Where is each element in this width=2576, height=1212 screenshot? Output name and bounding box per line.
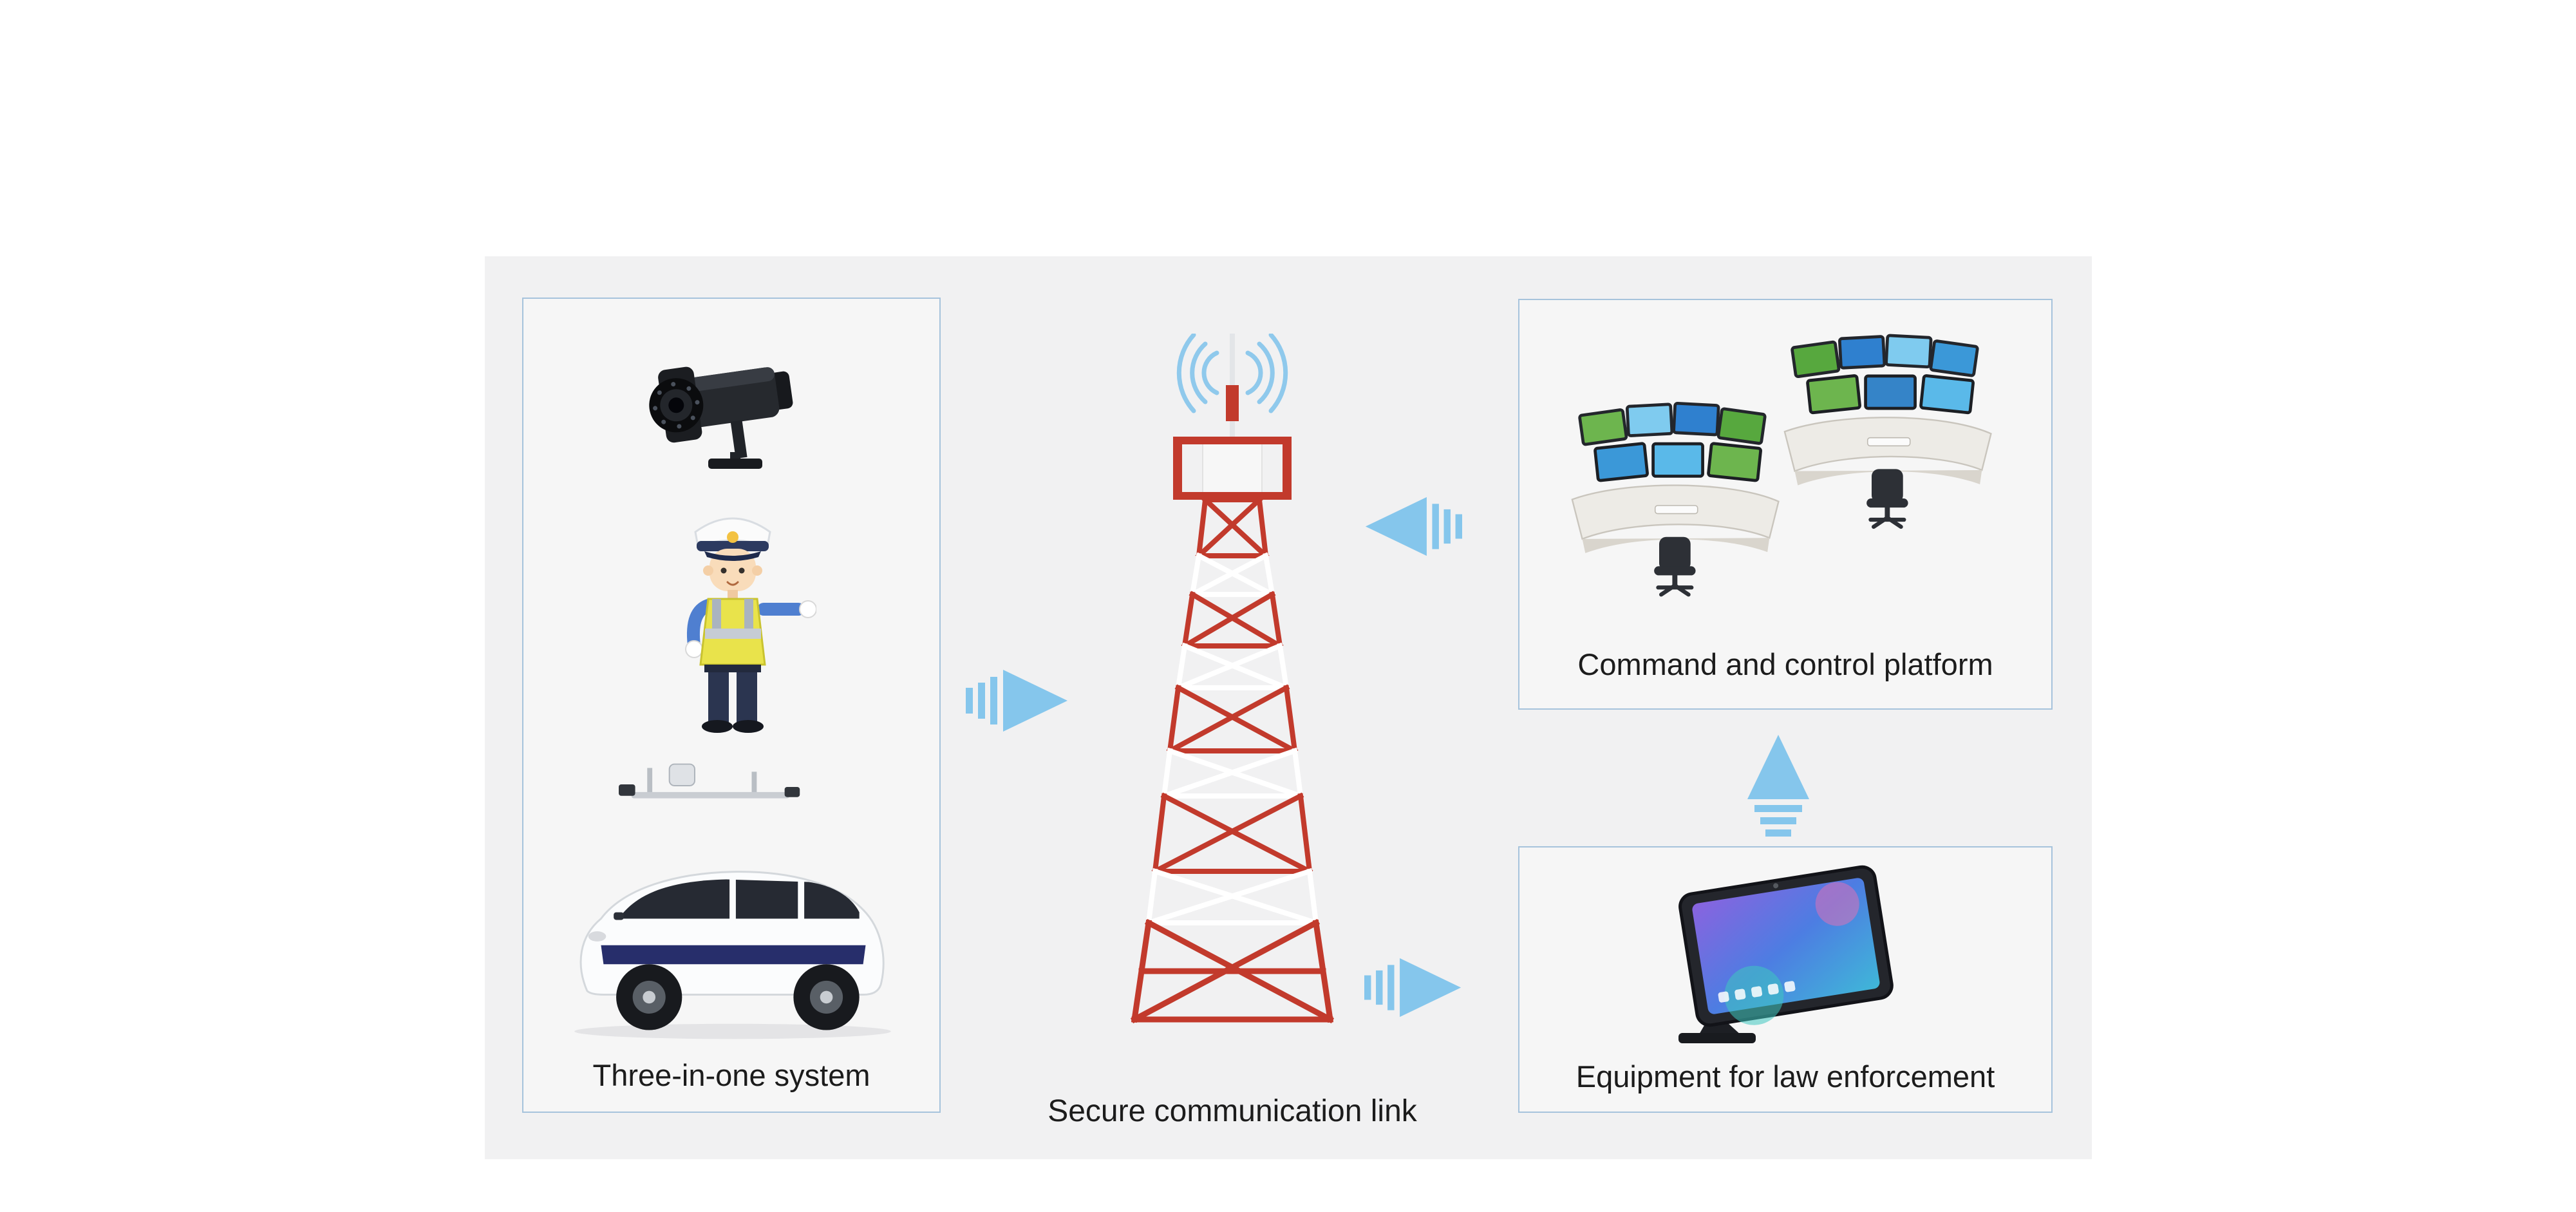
- communication-tower-icon: [1116, 334, 1348, 1029]
- command-platform-label: Command and control platform: [1577, 647, 1993, 681]
- law-enforcement-tablet-icon: [1651, 858, 1922, 1051]
- three-in-one-label: Three-in-one system: [592, 1057, 870, 1092]
- node-three-in-one-system: Three-in-one system: [522, 298, 941, 1113]
- arrow-three-in-one-to-tower-icon: [966, 668, 1069, 733]
- diagram-panel: Three-in-one system: [485, 256, 2092, 1159]
- traffic-police-icon: [649, 492, 816, 750]
- secure-link-label: Secure communication link: [1048, 1094, 1417, 1128]
- arrow-tower-to-law-enforcement-icon: [1362, 957, 1465, 1018]
- patrol-vehicle-icon: [543, 753, 923, 1046]
- radio-waves-icon: [1176, 334, 1288, 413]
- arrow-command-platform-to-tower-icon: [1362, 496, 1465, 557]
- arrow-law-enforcement-to-command-platform-icon: [1746, 734, 1810, 837]
- cctv-camera-icon: [636, 326, 829, 487]
- node-command-platform: Command and control platform: [1518, 299, 2053, 710]
- node-law-enforcement: Equipment for law enforcement: [1518, 846, 2053, 1113]
- law-enforcement-label: Equipment for law enforcement: [1575, 1059, 1995, 1094]
- control-room-icon: [1542, 314, 2031, 598]
